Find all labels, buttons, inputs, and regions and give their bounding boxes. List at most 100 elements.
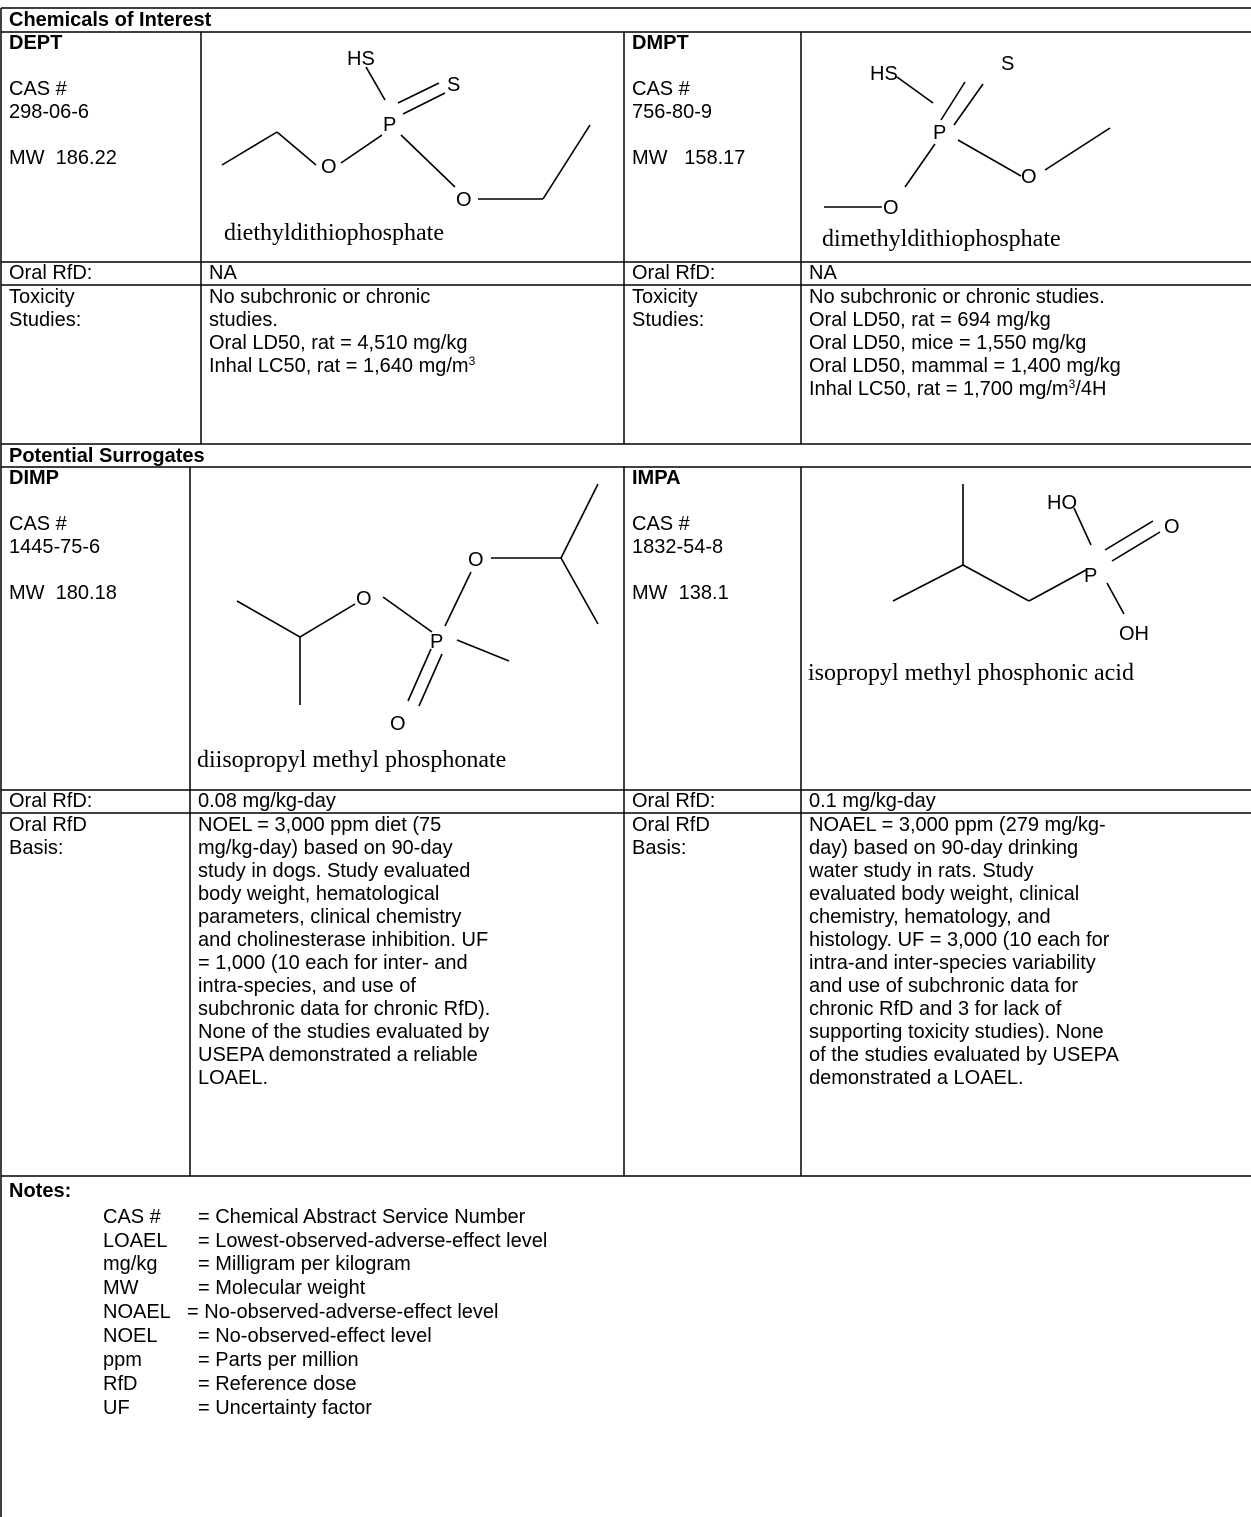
section-title-chemicals: Chemicals of Interest <box>9 9 212 31</box>
note-abbr: RfD <box>103 1373 138 1395</box>
impa-basis-text: NOAEL = 3,000 ppm (279 mg/kg- day) based… <box>801 814 1127 1090</box>
note-item: NOEL= No-observed-effect level <box>103 1325 432 1348</box>
dept-cas-label: CAS # <box>9 78 67 100</box>
dmpt-atom-s: S <box>1001 53 1014 75</box>
note-abbr: UF <box>103 1397 130 1419</box>
note-abbr: ppm <box>103 1349 142 1371</box>
dept-tox-line-2: studies. <box>209 309 278 331</box>
dimp-basis-line: and cholinesterase inhibition. UF <box>198 929 489 951</box>
impa-basis-line: of the studies evaluated by USEPA <box>809 1044 1119 1066</box>
impa-mw: MW 138.1 <box>632 582 729 604</box>
dimp-cas-label: CAS # <box>9 513 67 535</box>
dmpt-tox-line-5: Inhal LC50, rat = 1,700 mg/m3/4H <box>809 378 1121 401</box>
dept-rfd-label: Oral RfD: <box>9 262 93 284</box>
impa-atom-ho: HO <box>1047 492 1077 514</box>
dimp-basis-label-1: Oral RfD <box>9 814 87 836</box>
impa-basis-label-1: Oral RfD <box>632 814 710 836</box>
impa-name: IMPA <box>632 467 681 489</box>
note-item: CAS #= Chemical Abstract Service Number <box>103 1206 525 1229</box>
dimp-atom-o1: O <box>468 549 484 571</box>
dept-info: DEPT CAS # 298-06-6 MW 186.22 <box>1 32 201 170</box>
dmpt-atom-o1: O <box>1021 166 1037 188</box>
dimp-name: DIMP <box>9 467 59 489</box>
dmpt-tox-line-1: No subchronic or chronic studies. <box>809 286 1105 308</box>
dimp-basis-line: subchronic data for chronic RfD). <box>198 998 491 1020</box>
dept-tox-line-4-text: Inhal LC50, rat = 1,640 mg/m <box>209 355 469 377</box>
impa-basis-line: day) based on 90-day drinking <box>809 837 1079 859</box>
impa-basis-line: supporting toxicity studies). None <box>809 1021 1104 1043</box>
dimp-basis-text: NOEL = 3,000 ppm diet (75 mg/kg-day) bas… <box>190 814 498 1090</box>
dept-tox-text: No subchronic or chronic studies. Oral L… <box>201 286 483 378</box>
dimp-structure-name: diisopropyl methyl phosphonate <box>197 747 507 773</box>
section-title-surrogates: Potential Surrogates <box>9 445 205 467</box>
impa-basis-label: Oral RfD Basis: <box>624 814 718 860</box>
dimp-basis-line: mg/kg-day) based on 90-day <box>198 837 453 859</box>
dmpt-info: DMPT CAS # 756-80-9 MW 158.17 <box>624 32 801 170</box>
impa-basis-line: chemistry, hematology, and <box>809 906 1051 928</box>
dmpt-tox-label-2: Studies: <box>632 309 705 331</box>
dimp-basis-line: parameters, clinical chemistry <box>198 906 462 928</box>
note-abbr: MW <box>103 1277 139 1299</box>
dimp-atom-o3: O <box>390 713 406 735</box>
dept-atom-o1: O <box>321 156 337 178</box>
dimp-basis-line: body weight, hematological <box>198 883 440 905</box>
impa-atom-p: P <box>1084 565 1097 587</box>
note-item: ppm= Parts per million <box>103 1349 359 1372</box>
note-def: = No-observed-adverse-effect level <box>187 1301 499 1323</box>
dimp-basis-label-2: Basis: <box>9 837 64 859</box>
dimp-cas: 1445-75-6 <box>9 536 101 558</box>
dimp-basis-line: NOEL = 3,000 ppm diet (75 <box>198 814 442 836</box>
note-def: = Lowest-observed-adverse-effect level <box>198 1230 548 1252</box>
dmpt-rfd-label: Oral RfD: <box>632 262 716 284</box>
dimp-basis-line: None of the studies evaluated by <box>198 1021 490 1043</box>
impa-basis-line: evaluated body weight, clinical <box>809 883 1080 905</box>
dimp-atom-o2: O <box>356 588 372 610</box>
note-item: RfD = Reference dose <box>103 1373 356 1396</box>
dimp-basis-line: study in dogs. Study evaluated <box>198 860 471 882</box>
dimp-basis-label: Oral RfD Basis: <box>1 814 95 860</box>
note-def: = Reference dose <box>198 1373 357 1395</box>
dept-tox-label-1: Toxicity <box>9 286 75 308</box>
dept-tox-line-3: Oral LD50, rat = 4,510 mg/kg <box>209 332 468 354</box>
dept-structure-name: diethyldithiophosphate <box>224 220 444 246</box>
note-item: UF= Uncertainty factor <box>103 1397 372 1420</box>
dimp-basis-line: intra-species, and use of <box>198 975 416 997</box>
dmpt-tox-line-5-text: Inhal LC50, rat = 1,700 mg/m <box>809 378 1069 400</box>
dept-tox-label-2: Studies: <box>9 309 82 331</box>
dmpt-name: DMPT <box>632 32 689 54</box>
note-def: = No-observed-effect level <box>198 1325 432 1347</box>
dept-tox-line-1: No subchronic or chronic <box>209 286 431 308</box>
dmpt-atom-p: P <box>933 122 946 144</box>
note-item: LOAEL= Lowest-observed-adverse-effect le… <box>103 1230 547 1253</box>
dept-cas: 298-06-6 <box>9 101 90 123</box>
dmpt-tox-line-2: Oral LD50, rat = 694 mg/kg <box>809 309 1051 331</box>
impa-atom-oh: OH <box>1119 623 1149 645</box>
dmpt-atom-o2: O <box>883 197 899 219</box>
note-abbr: CAS # <box>103 1206 161 1228</box>
dept-rfd-value: NA <box>209 262 237 284</box>
dmpt-tox-line-4: Oral LD50, mammal = 1,400 mg/kg <box>809 355 1121 377</box>
impa-basis-line: chronic RfD and 3 for lack of <box>809 998 1062 1020</box>
dimp-rfd-value: 0.08 mg/kg-day <box>198 790 336 812</box>
notes-title: Notes: <box>9 1180 72 1202</box>
dmpt-cas: 756-80-9 <box>632 101 713 123</box>
dimp-mw: MW 180.18 <box>9 582 117 604</box>
dept-atom-p: P <box>383 114 396 136</box>
dept-atom-o2: O <box>456 189 472 211</box>
impa-cas-label: CAS # <box>632 513 690 535</box>
dimp-basis-line: = 1,000 (10 each for inter- and <box>198 952 468 974</box>
dimp-info: DIMP CAS # 1445-75-6 MW 180.18 <box>1 467 190 605</box>
dmpt-atom-hs: HS <box>870 63 898 85</box>
impa-basis-label-2: Basis: <box>632 837 687 859</box>
dmpt-mw: MW 158.17 <box>632 147 746 169</box>
impa-atom-o: O <box>1164 516 1180 538</box>
dept-tox-superscript: 3 <box>468 354 476 368</box>
note-abbr: NOAEL <box>103 1301 171 1323</box>
impa-cas: 1832-54-8 <box>632 536 724 558</box>
dept-mw: MW 186.22 <box>9 147 117 169</box>
note-item: mg/kg= Milligram per kilogram <box>103 1253 411 1276</box>
impa-rfd-label: Oral RfD: <box>632 790 716 812</box>
